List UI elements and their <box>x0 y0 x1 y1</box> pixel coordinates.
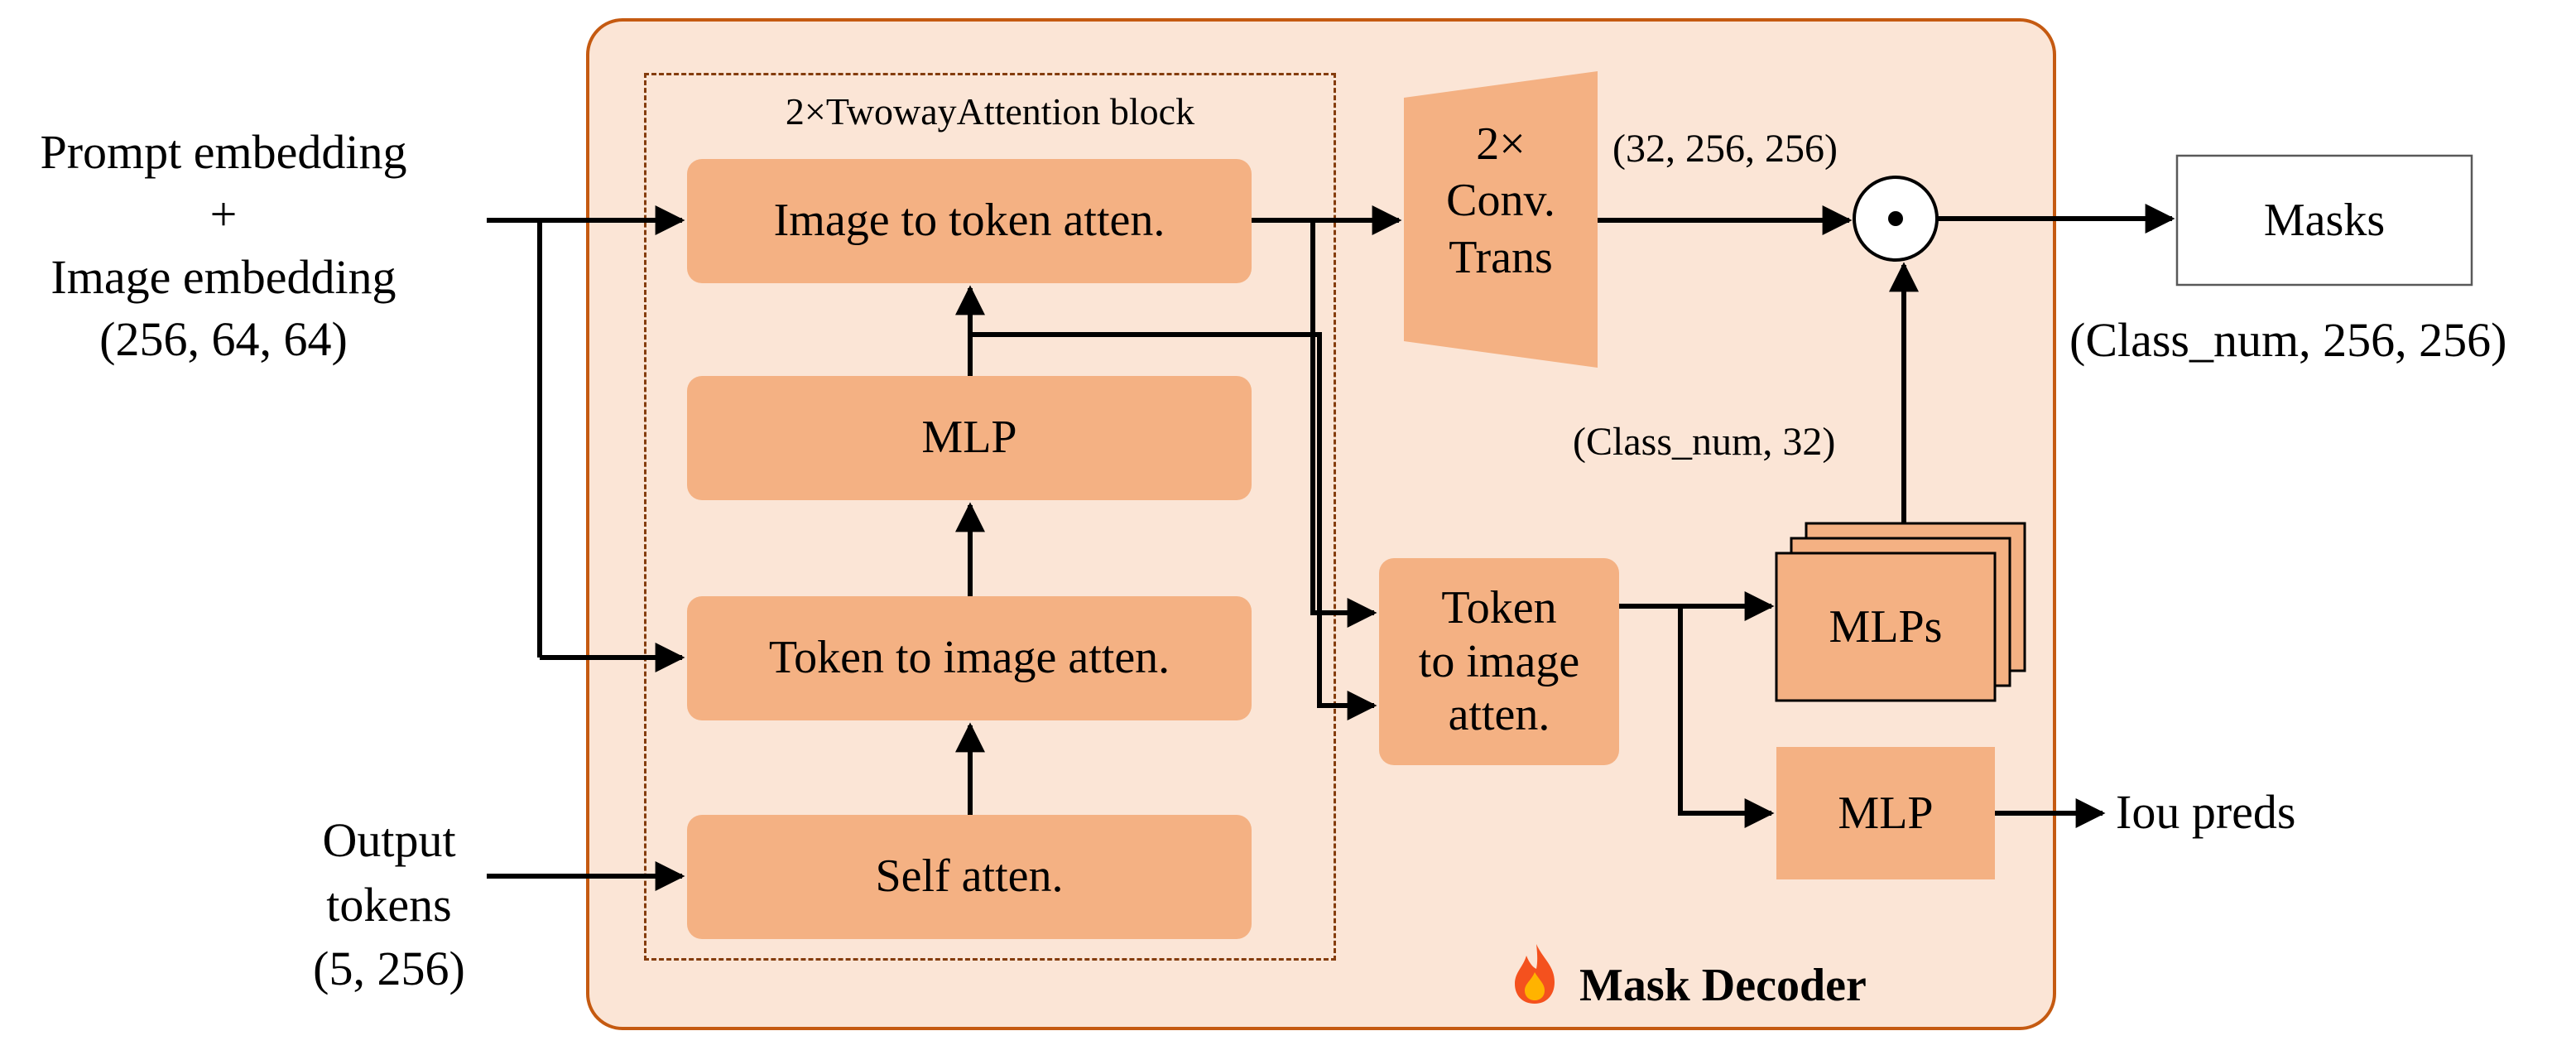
token-to-image-2-line1: Token <box>1441 582 1557 634</box>
twoway-attention-container <box>644 73 1336 961</box>
line-second-block-to-mlp-iou <box>1678 606 1775 828</box>
output-shape: (5, 256) <box>313 942 465 996</box>
twoway-attention-title: 2×TwowayAttention block <box>785 90 1195 132</box>
prompt-line1: Prompt embedding <box>40 125 407 179</box>
self-atten-block: Self atten. <box>687 815 1252 939</box>
conv-shape-label: (32, 256, 256) <box>1612 127 1838 171</box>
output-line1: Output <box>322 813 456 867</box>
token-to-image-2-line2: to image <box>1418 635 1580 687</box>
iou-preds-label: Iou preds <box>2116 785 2296 839</box>
dot-product-dot <box>1888 211 1903 226</box>
mlp-block: MLP <box>687 376 1252 500</box>
line-tokens-to-second-block <box>970 332 1377 720</box>
conv-trans-block <box>1404 71 1598 368</box>
line-image-to-token-down <box>1310 220 1377 628</box>
mlp-iou-label: MLP <box>1838 788 1934 839</box>
mlps-label: MLPs <box>1829 601 1943 653</box>
masks-shape-label: (Class_num, 256, 256) <box>2069 313 2507 367</box>
image-to-token-block: Image to token atten. <box>687 159 1252 283</box>
token-to-image-block: Token to image atten. <box>687 596 1252 720</box>
prompt-line2: Image embedding <box>50 249 396 304</box>
masks-box <box>2175 154 2473 287</box>
prompt-plus: + <box>209 187 238 242</box>
mlps-card-front <box>1775 552 1997 702</box>
token-to-image-2-line3: atten. <box>1448 689 1550 741</box>
masks-label: Masks <box>2263 195 2386 246</box>
conv-trans-label: 2× Conv. Trans <box>1404 116 1598 286</box>
mlps-shape-label: (Class_num, 32) <box>1573 420 1836 464</box>
conv-line3: Trans <box>1449 231 1553 283</box>
mlp-iou-block <box>1776 747 1995 879</box>
conv-line2: Conv. <box>1446 175 1555 227</box>
output-tokens-label: Output tokens (5, 256) <box>265 808 513 1001</box>
output-line2: tokens <box>326 877 452 932</box>
conv-line1: 2× <box>1476 118 1526 170</box>
mask-decoder-title: Mask Decoder <box>1579 960 1867 1011</box>
prompt-embedding-label: Prompt embedding + Image embedding (256,… <box>0 121 447 371</box>
fire-icon <box>1515 944 1555 1004</box>
prompt-shape: (256, 64, 64) <box>99 312 348 367</box>
token-to-image-block-2: Token to image atten. <box>1379 558 1619 765</box>
